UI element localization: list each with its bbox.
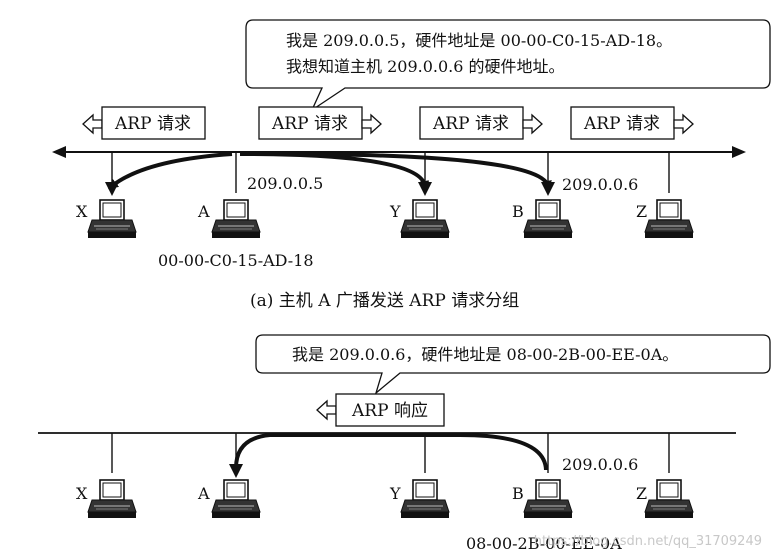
arp-request-box-4: ARP 请求 bbox=[570, 106, 694, 140]
arp-request-box-1: ARP 请求 bbox=[82, 106, 206, 140]
host-label-z-b: Z bbox=[636, 484, 647, 503]
bus-left-arrowhead-icon bbox=[52, 146, 66, 158]
computer-icon-y-a bbox=[400, 199, 450, 239]
broadcast-curves bbox=[108, 151, 552, 191]
bus-right-arrowhead-icon bbox=[732, 146, 746, 158]
ip-label-b: 209.0.0.6 bbox=[562, 175, 638, 194]
watermark: https://blog.csdn.net/qq_31709249 bbox=[534, 534, 762, 549]
host-label-a: A bbox=[197, 202, 210, 221]
arp-request-label-4: ARP 请求 bbox=[583, 114, 660, 134]
host-label-x-b: X bbox=[76, 484, 88, 503]
arp-request-label-2: ARP 请求 bbox=[271, 114, 348, 134]
hollow-left-arrow-icon bbox=[316, 400, 337, 420]
computer-icon-a-a bbox=[211, 199, 261, 239]
mac-label-b: 08-00-2B-00-EE-0A bbox=[466, 534, 622, 553]
host-label-z: Z bbox=[636, 202, 647, 221]
arp-reply-label: ARP 响应 bbox=[351, 401, 428, 421]
host-label-b: B bbox=[512, 202, 524, 221]
arp-request-box-2: ARP 请求 bbox=[258, 106, 382, 140]
ip-label-a: 209.0.0.5 bbox=[247, 174, 323, 193]
reply-bubble-text: 我是 209.0.0.6，硬件地址是 08-00-2B-00-EE-0A。 bbox=[292, 345, 678, 364]
computer-icon-z-b bbox=[644, 479, 694, 519]
computer-icon-x-a bbox=[87, 199, 137, 239]
ip-label-b-reply: 209.0.0.6 bbox=[562, 455, 638, 474]
host-label-y: Y bbox=[389, 202, 401, 221]
arp-reply-box: ARP 响应 bbox=[316, 393, 445, 427]
arp-request-box-3: ARP 请求 bbox=[419, 106, 543, 140]
computer-icon-b-a bbox=[523, 199, 573, 239]
bubble-line-2: 我想知道主机 209.0.0.6 的硬件地址。 bbox=[286, 57, 565, 76]
host-label-a-b: A bbox=[197, 484, 210, 503]
caption-a: (a) 主机 A 广播发送 ARP 请求分组 bbox=[250, 291, 519, 311]
arrowhead-icon bbox=[105, 182, 119, 196]
computer-icon-b-b bbox=[523, 479, 573, 519]
hollow-right-arrow-icon bbox=[361, 114, 382, 134]
mac-label-a: 00-00-C0-15-AD-18 bbox=[158, 251, 314, 270]
hollow-right-arrow-icon bbox=[673, 114, 694, 134]
reply-bubble: 我是 209.0.0.6，硬件地址是 08-00-2B-00-EE-0A。 bbox=[255, 334, 771, 395]
arrowhead-icon bbox=[229, 464, 243, 478]
bubble-line-1: 我是 209.0.0.5，硬件地址是 00-00-C0-15-AD-18。 bbox=[286, 31, 672, 50]
host-label-y-b: Y bbox=[389, 484, 401, 503]
host-label-b-b: B bbox=[512, 484, 524, 503]
arp-request-label-3: ARP 请求 bbox=[432, 114, 509, 134]
host-label-x: X bbox=[76, 202, 88, 221]
arp-request-label-1: ARP 请求 bbox=[114, 114, 191, 134]
request-bubble: 我是 209.0.0.5，硬件地址是 00-00-C0-15-AD-18。 我想… bbox=[245, 19, 771, 112]
computer-icon-z-a bbox=[644, 199, 694, 239]
arrowhead-icon bbox=[541, 182, 555, 196]
computer-icon-x-b bbox=[87, 479, 137, 519]
hollow-right-arrow-icon bbox=[522, 114, 543, 134]
computer-icon-a-b bbox=[211, 479, 261, 519]
arrowhead-icon bbox=[418, 182, 432, 196]
unicast-reply-curve bbox=[234, 433, 548, 471]
computer-icon-y-b bbox=[400, 479, 450, 519]
hollow-left-arrow-icon bbox=[82, 114, 103, 134]
